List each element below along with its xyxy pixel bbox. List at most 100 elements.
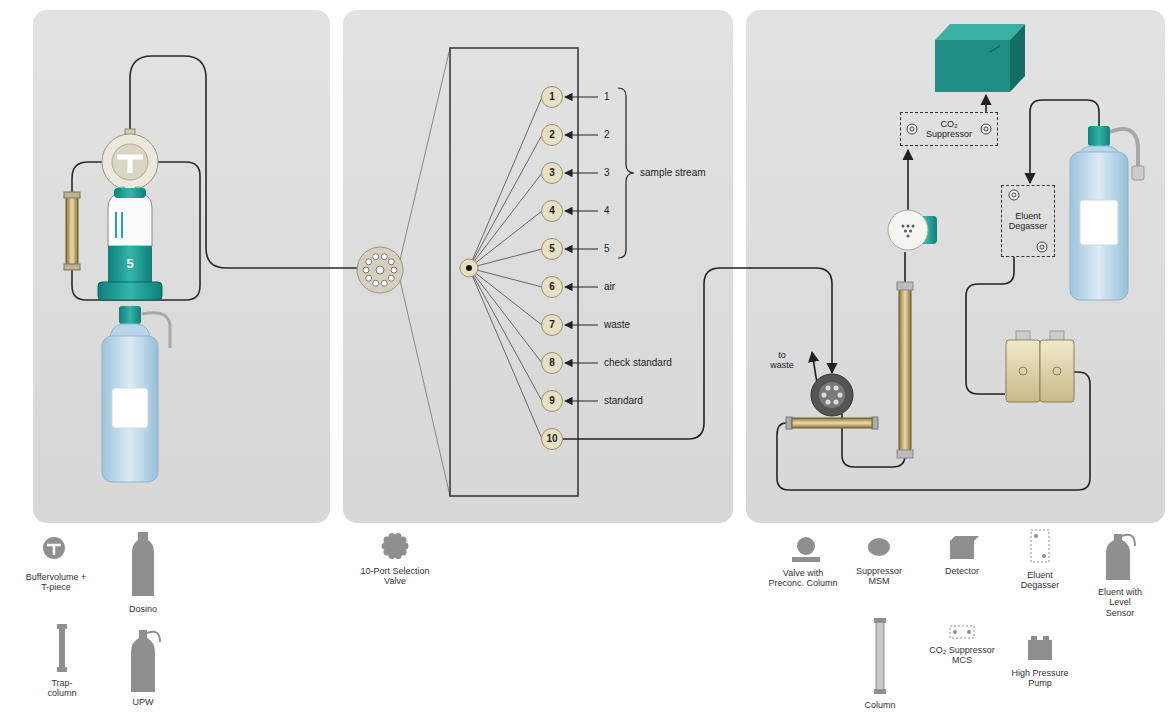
legend-entry: Suppressor MSM — [854, 566, 904, 587]
coil-symbol — [1037, 242, 1047, 252]
coil-symbol — [1040, 245, 1044, 249]
upw-bottle — [102, 336, 158, 482]
injection-valve — [811, 374, 853, 416]
coil-symbol — [984, 127, 988, 131]
legend-icon — [953, 630, 957, 634]
port-arrows — [565, 97, 598, 401]
injection-valve — [838, 393, 843, 398]
coil-symbol — [910, 127, 914, 131]
port-arrows — [565, 96, 598, 97]
legend-entry: Detector — [937, 566, 987, 576]
legend-icon — [388, 533, 395, 540]
legend-icon — [57, 624, 67, 629]
eluent-bottle — [1070, 152, 1128, 300]
valve-spokes — [469, 249, 542, 268]
detector — [935, 24, 1025, 40]
eluent-tubing — [985, 95, 987, 112]
legend-icon — [1028, 640, 1040, 660]
injection-valve — [834, 386, 839, 391]
injection-valve — [872, 417, 878, 429]
legend-icon — [950, 541, 974, 559]
eluent-tubing — [812, 352, 817, 383]
dosino — [116, 212, 122, 238]
upw-bottle — [112, 388, 148, 428]
legend-icon — [967, 630, 971, 634]
legend-icon — [1106, 534, 1130, 580]
port-arrows — [565, 400, 598, 401]
port-function: air — [604, 281, 615, 293]
legend-icon — [874, 618, 886, 623]
selection-valve — [373, 254, 379, 260]
port-number: 10 — [541, 428, 563, 450]
buffervolume-t-piece — [117, 157, 143, 173]
port-number: 1 — [541, 86, 563, 108]
selection-valve — [366, 259, 372, 265]
upw-bottle — [102, 306, 170, 482]
node-text: 2 — [542, 130, 562, 140]
valve-spokes — [469, 97, 542, 268]
legend-icon — [395, 552, 402, 559]
node-text: 8 — [542, 358, 562, 368]
port-number: 4 — [541, 200, 563, 222]
valve-spokes — [469, 268, 542, 439]
high-pressure-pump — [1040, 340, 1074, 402]
separation-column — [899, 288, 911, 452]
high-pressure-pump — [1006, 331, 1074, 402]
legend-label: Detector — [945, 566, 979, 576]
detector — [990, 46, 1000, 52]
selection-valve — [357, 247, 403, 293]
port-arrows — [565, 286, 598, 287]
eluent-bottle — [1088, 126, 1110, 146]
tubing — [72, 56, 358, 300]
legend-entry: Dosino — [113, 604, 173, 614]
selection-valve — [363, 254, 397, 287]
valve-spokes — [469, 268, 542, 401]
legend-label: 10-Port Selection Valve — [360, 566, 429, 586]
dosino — [98, 188, 162, 300]
port-arrows — [565, 210, 598, 211]
legend-label: Column — [864, 700, 895, 710]
selection-valve — [363, 267, 369, 273]
legend-icon — [1031, 530, 1049, 562]
port-number: 7 — [541, 314, 563, 336]
legend-icon — [950, 626, 974, 638]
legend-icon — [132, 532, 154, 596]
sample-stream-brace — [618, 88, 634, 258]
selection-valve — [376, 266, 384, 274]
node-text: 4 — [542, 206, 562, 216]
port-arrows — [565, 362, 598, 363]
valve-spokes — [469, 268, 542, 325]
legend-icon — [792, 557, 820, 562]
valve-spokes — [469, 135, 542, 268]
legend-entry: Eluent Degasser — [1015, 570, 1065, 591]
waste-outlet-label: to waste — [768, 350, 796, 371]
node-text: 5 — [542, 244, 562, 254]
legend-label: Valve with Preconc. Column — [768, 568, 837, 588]
stream-group-label: sample stream — [640, 167, 706, 179]
legend-label: Eluent Degasser — [1021, 570, 1060, 590]
suppressor-msm — [909, 230, 912, 233]
eluent-tubing — [907, 150, 909, 210]
node-text: 7 — [542, 320, 562, 330]
panel-ground — [343, 10, 733, 523]
port-number: 2 — [541, 124, 563, 146]
legend-icon — [1122, 535, 1135, 546]
legend-icon — [1042, 554, 1046, 558]
suppressor-msm — [888, 210, 928, 250]
buffervolume-t-piece — [102, 129, 158, 195]
legend-icon — [131, 630, 155, 692]
separation-column — [897, 282, 913, 458]
suppressor-msm — [902, 225, 915, 238]
detector — [1010, 24, 1025, 92]
suppressor-msm — [907, 235, 910, 238]
high-pressure-pump — [1053, 367, 1061, 375]
port-number: 5 — [541, 238, 563, 260]
panel-ground — [746, 10, 1165, 523]
panel-ground — [33, 10, 330, 523]
selection-valve — [373, 280, 379, 286]
injection-valve — [792, 418, 872, 428]
trap-column — [64, 192, 80, 198]
trap-column — [64, 264, 80, 270]
legend-icon — [1031, 636, 1037, 640]
